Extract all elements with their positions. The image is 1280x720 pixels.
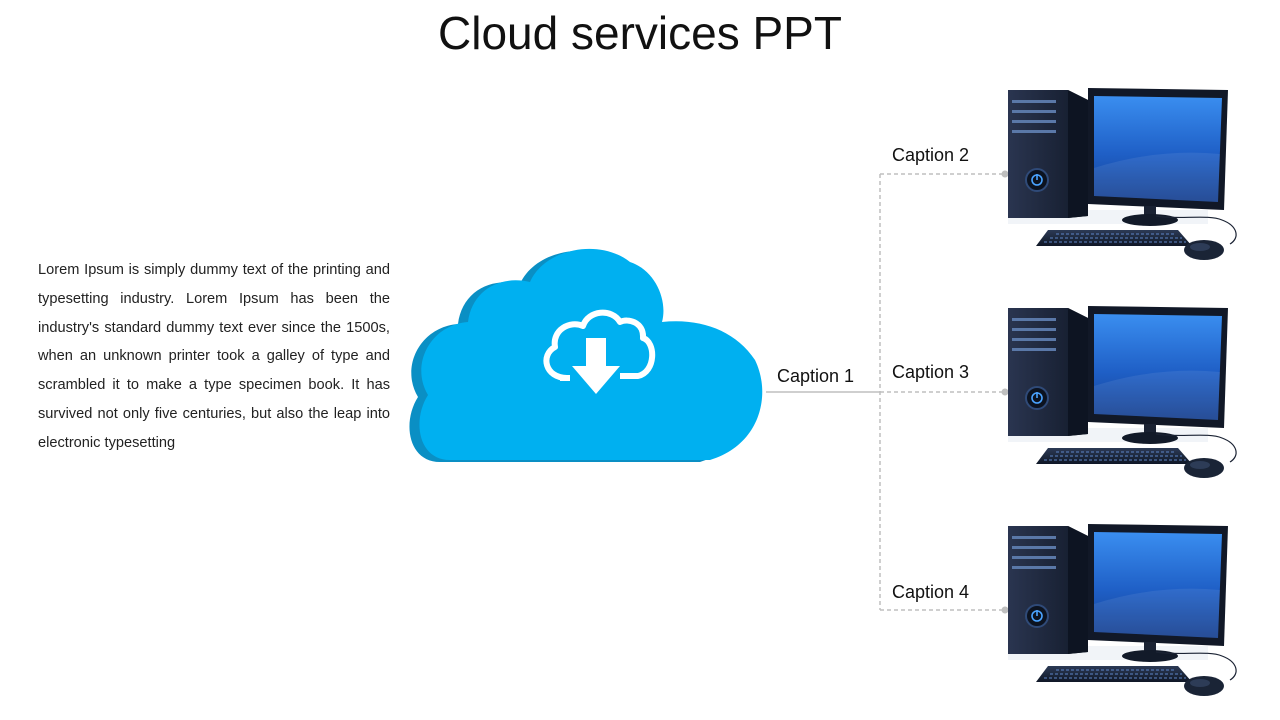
node-caption: Caption 3 (892, 362, 970, 382)
download-arrow-icon (572, 338, 620, 394)
connector-lines (766, 170, 1009, 614)
desktop-computer-icon (1007, 305, 1238, 479)
cloud-hub (409, 248, 763, 462)
desktop-computer-icon (1007, 87, 1238, 261)
node-caption: Caption 2 (892, 145, 970, 165)
node-caption: Caption 4 (892, 582, 970, 602)
body-paragraph: Lorem Ipsum is simply dummy text of the … (38, 262, 390, 451)
cloud-download-icon (543, 309, 656, 381)
slide-title: Cloud services PPT (438, 7, 842, 59)
desktop-computer-icon (1007, 523, 1238, 697)
hub-caption: Caption 1 (777, 366, 855, 386)
